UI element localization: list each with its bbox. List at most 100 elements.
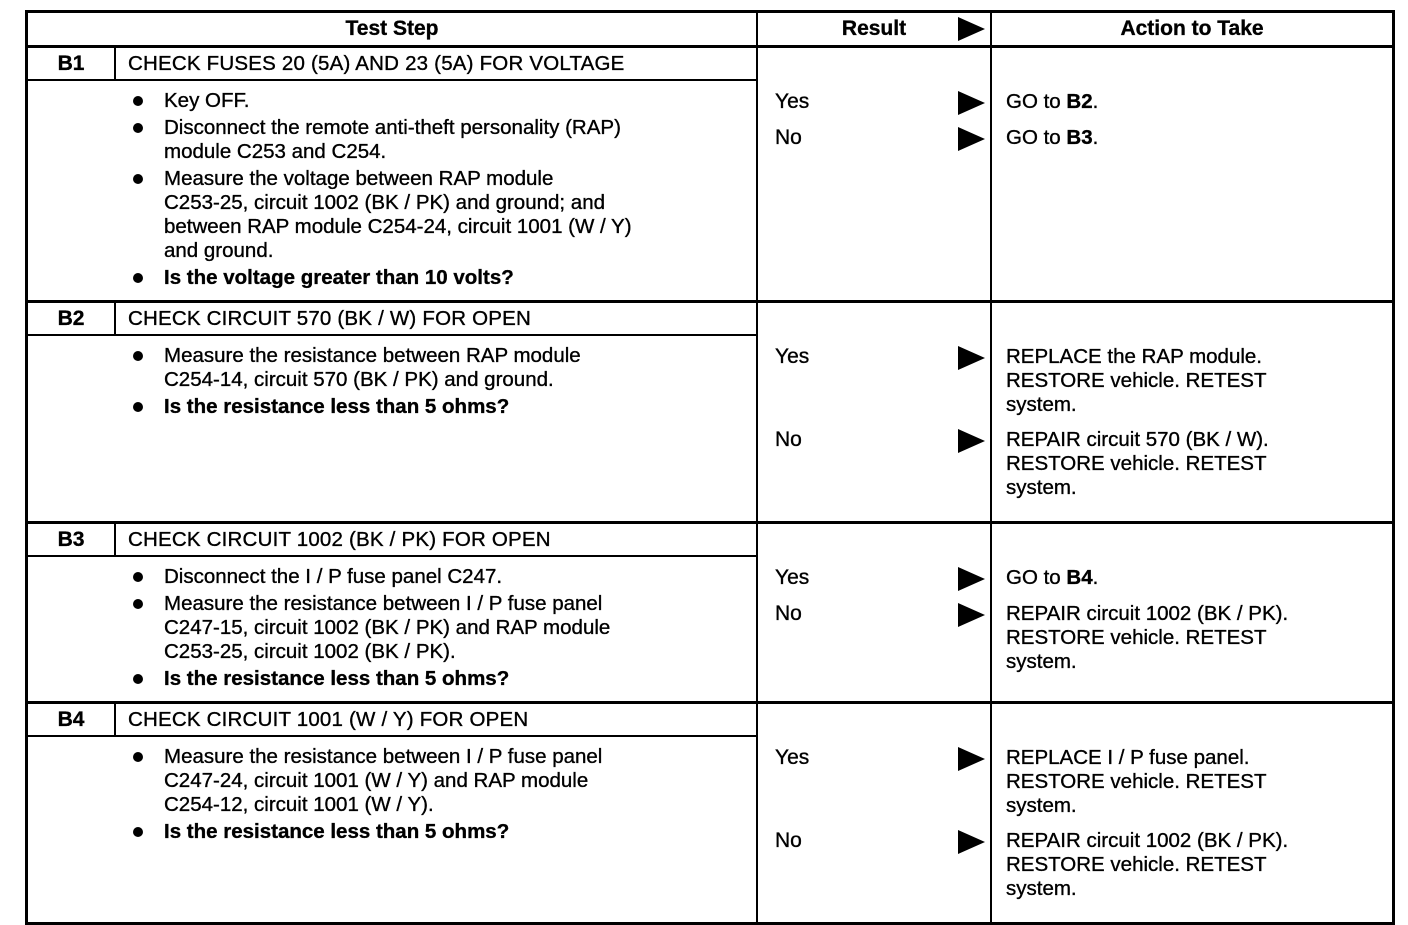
test-row-b2: B2 CHECK CIRCUIT 570 (BK / W) FOR OPEN M… — [28, 303, 1392, 524]
test-step-title-bar: B1 CHECK FUSES 20 (5A) AND 23 (5A) FOR V… — [28, 48, 756, 81]
result-cell: No — [758, 602, 990, 674]
table-header-row: Test Step Result Action to Take — [28, 13, 1392, 48]
step-text: Disconnect the I / P fuse panel C247. — [164, 565, 503, 588]
result-label: No — [775, 602, 802, 625]
result-arrow-icon — [958, 603, 985, 627]
result-cell: Yes — [758, 566, 990, 591]
action-text-post: . — [1092, 566, 1099, 589]
result-arrow-icon — [958, 830, 985, 854]
result-action-pair: Yes REPLACE the RAP module. RESTORE vehi… — [758, 345, 1392, 417]
step-item: Disconnect the I / P fuse panel C247. — [131, 565, 756, 589]
step-item-question: Is the voltage greater than 10 volts? — [131, 266, 756, 290]
step-item: Key OFF. — [131, 89, 756, 113]
step-list: Measure the resistance between RAP modul… — [28, 344, 756, 419]
action-text: REPLACE the RAP module. RESTORE vehicle.… — [1006, 345, 1267, 416]
step-title: CHECK CIRCUIT 1002 (BK / PK) FOR OPEN — [128, 527, 551, 551]
test-step-cell: B3 CHECK CIRCUIT 1002 (BK / PK) FOR OPEN… — [28, 524, 758, 701]
step-id: B3 — [28, 524, 116, 555]
result-action-area: Yes REPLACE the RAP module. RESTORE vehi… — [758, 303, 1392, 521]
result-action-pair: No REPAIR circuit 1002 (BK / PK). RESTOR… — [758, 829, 1392, 901]
step-item: Disconnect the remote anti-theft persona… — [131, 116, 756, 164]
result-label: Yes — [775, 90, 810, 113]
step-list: Measure the resistance between I / P fus… — [28, 745, 756, 844]
result-label: No — [775, 126, 802, 149]
result-cell: Yes — [758, 746, 990, 818]
action-text: GO to — [1006, 126, 1067, 149]
action-text-post: . — [1092, 90, 1099, 113]
test-step-cell: B1 CHECK FUSES 20 (5A) AND 23 (5A) FOR V… — [28, 48, 758, 300]
result-action-pair: Yes GO to B4. — [758, 566, 1392, 591]
action-text: REPAIR circuit 1002 (BK / PK). RESTORE v… — [1006, 602, 1289, 673]
action-cell: REPAIR circuit 1002 (BK / PK). RESTORE v… — [990, 602, 1392, 674]
step-text: Is the resistance less than 5 ohms? — [164, 395, 510, 418]
step-item-question: Is the resistance less than 5 ohms? — [131, 395, 756, 419]
pinpoint-test-table: Test Step Result Action to Take B1 CHECK… — [25, 10, 1395, 925]
step-list: Disconnect the I / P fuse panel C247. Me… — [28, 565, 756, 691]
result-arrow-icon — [958, 17, 985, 41]
result-action-pair: Yes REPLACE I / P fuse panel. RESTORE ve… — [758, 746, 1392, 818]
result-action-pair: No REPAIR circuit 570 (BK / W). RESTORE … — [758, 428, 1392, 500]
header-result: Result — [758, 13, 992, 45]
result-arrow-icon — [958, 429, 985, 453]
result-cell: Yes — [758, 345, 990, 417]
result-cell: No — [758, 428, 990, 500]
action-cell: GO to B4. — [990, 566, 1392, 591]
step-text: Is the resistance less than 5 ohms? — [164, 667, 510, 690]
result-label: No — [775, 428, 802, 451]
result-arrow-icon — [958, 747, 985, 771]
document-page: Test Step Result Action to Take B1 CHECK… — [25, 10, 1395, 925]
result-label: Yes — [775, 746, 810, 769]
action-target: B3 — [1066, 126, 1093, 149]
step-id: B4 — [28, 704, 116, 735]
step-item: Measure the resistance between I / P fus… — [131, 592, 756, 664]
step-text: Disconnect the remote anti-theft persona… — [164, 116, 621, 163]
result-arrow-icon — [958, 91, 985, 115]
step-id: B2 — [28, 303, 116, 334]
step-item-question: Is the resistance less than 5 ohms? — [131, 820, 756, 844]
step-item: Measure the resistance between I / P fus… — [131, 745, 756, 817]
result-action-pair: Yes GO to B2. — [758, 90, 1392, 115]
step-text: Measure the resistance between RAP modul… — [164, 344, 581, 391]
test-step-title-bar: B4 CHECK CIRCUIT 1001 (W / Y) FOR OPEN — [28, 704, 756, 737]
action-cell: REPAIR circuit 570 (BK / W). RESTORE veh… — [990, 428, 1392, 500]
test-step-cell: B2 CHECK CIRCUIT 570 (BK / W) FOR OPEN M… — [28, 303, 758, 521]
header-action-to-take: Action to Take — [1120, 17, 1264, 40]
test-step-cell: B4 CHECK CIRCUIT 1001 (W / Y) FOR OPEN M… — [28, 704, 758, 922]
header-test-step: Test Step — [28, 13, 758, 45]
step-text: Measure the voltage between RAP module C… — [164, 167, 632, 262]
action-cell: REPLACE I / P fuse panel. RESTORE vehicl… — [990, 746, 1392, 818]
test-step-title-bar: B2 CHECK CIRCUIT 570 (BK / W) FOR OPEN — [28, 303, 756, 336]
action-text: REPAIR circuit 570 (BK / W). RESTORE veh… — [1006, 428, 1269, 499]
action-cell: REPLACE the RAP module. RESTORE vehicle.… — [990, 345, 1392, 417]
action-cell: GO to B2. — [990, 90, 1392, 115]
step-title: CHECK CIRCUIT 570 (BK / W) FOR OPEN — [128, 306, 532, 330]
result-action-pair: No REPAIR circuit 1002 (BK / PK). RESTOR… — [758, 602, 1392, 674]
test-row-b4: B4 CHECK CIRCUIT 1001 (W / Y) FOR OPEN M… — [28, 704, 1392, 922]
result-action-pair: No GO to B3. — [758, 126, 1392, 151]
result-label: No — [775, 829, 802, 852]
action-text: REPLACE I / P fuse panel. RESTORE vehicl… — [1006, 746, 1267, 817]
step-text: Key OFF. — [164, 89, 250, 112]
test-row-b1: B1 CHECK FUSES 20 (5A) AND 23 (5A) FOR V… — [28, 48, 1392, 303]
step-text: Is the voltage greater than 10 volts? — [164, 266, 514, 289]
result-label: Yes — [775, 345, 810, 368]
step-title: CHECK CIRCUIT 1001 (W / Y) FOR OPEN — [128, 707, 529, 731]
result-action-area: Yes GO to B4. No REPAIR circuit 1002 (BK… — [758, 524, 1392, 701]
result-cell: Yes — [758, 90, 990, 115]
action-text-post: . — [1092, 126, 1099, 149]
step-title: CHECK FUSES 20 (5A) AND 23 (5A) FOR VOLT… — [128, 51, 625, 75]
action-text: GO to — [1006, 566, 1067, 589]
action-cell: REPAIR circuit 1002 (BK / PK). RESTORE v… — [990, 829, 1392, 901]
action-target: B4 — [1066, 566, 1093, 589]
step-text: Measure the resistance between I / P fus… — [164, 592, 611, 663]
result-label: Yes — [775, 566, 810, 589]
step-list: Key OFF. Disconnect the remote anti-thef… — [28, 89, 756, 290]
header-result-label: Result — [841, 17, 907, 40]
result-arrow-icon — [958, 567, 985, 591]
step-item: Measure the resistance between RAP modul… — [131, 344, 756, 392]
step-item-question: Is the resistance less than 5 ohms? — [131, 667, 756, 691]
result-arrow-icon — [958, 127, 985, 151]
result-arrow-icon — [958, 346, 985, 370]
result-cell: No — [758, 829, 990, 901]
step-item: Measure the voltage between RAP module C… — [131, 167, 756, 263]
